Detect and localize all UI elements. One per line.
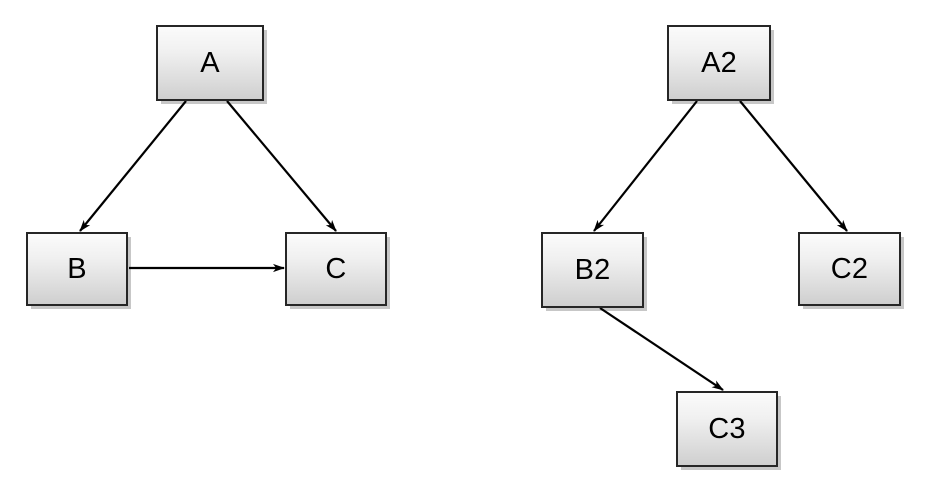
node-b2-label: B2 — [574, 253, 611, 286]
edge-group — [79, 100, 848, 391]
node-c3[interactable]: C3 — [676, 391, 778, 467]
node-c2[interactable]: C2 — [798, 232, 901, 306]
node-c3-label: C3 — [708, 412, 746, 445]
node-b[interactable]: B — [26, 232, 128, 306]
edge-a2-c2 — [739, 100, 848, 232]
node-a[interactable]: A — [156, 25, 264, 101]
edge-a-c — [226, 100, 337, 232]
node-c2-label: C2 — [830, 252, 869, 285]
node-c[interactable]: C — [285, 232, 387, 306]
node-c-label: C — [325, 252, 347, 285]
node-a2[interactable]: A2 — [667, 25, 771, 101]
node-b2[interactable]: B2 — [541, 232, 644, 308]
edge-a2-b2 — [593, 100, 698, 232]
edge-b2-c3 — [599, 307, 724, 391]
node-a-label: A — [200, 46, 220, 79]
node-a2-label: A2 — [701, 46, 737, 79]
edge-a-b — [79, 100, 187, 232]
node-b-label: B — [67, 252, 87, 285]
